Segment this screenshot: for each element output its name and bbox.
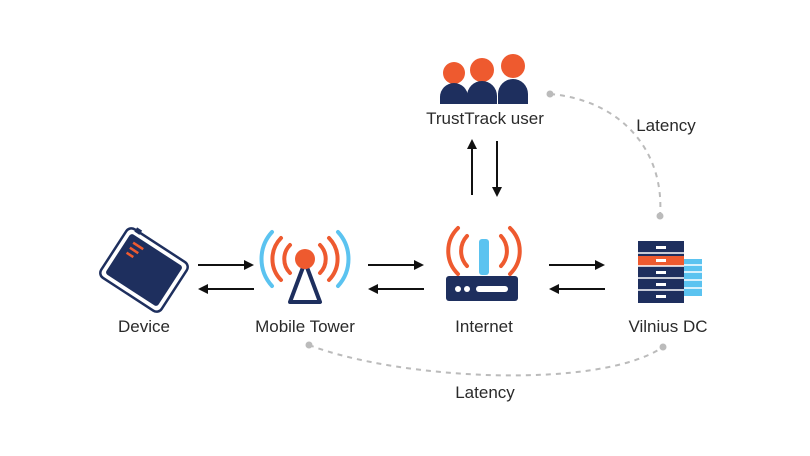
internet-label: Internet (455, 317, 513, 336)
wifi-router-icon (446, 226, 522, 301)
gps-tracker-device-icon (99, 227, 189, 313)
user-label: TrustTrack user (426, 109, 544, 128)
tower-label: Mobile Tower (255, 317, 355, 336)
radio-tower-icon (259, 230, 351, 304)
latency-top-label: Latency (636, 116, 696, 135)
latency-bottom-label: Latency (455, 383, 515, 402)
latency-top-start-dot (546, 90, 554, 98)
latency-bottom-start-dot (305, 341, 313, 349)
latency-curve-bottom (308, 344, 664, 377)
latency-top-end-dot (656, 212, 664, 220)
device-label: Device (118, 317, 170, 336)
latency-bottom-end-dot (659, 343, 667, 351)
user-group-icon (440, 54, 528, 104)
dc-label: Vilnius DC (628, 317, 708, 336)
latency-curve-top (549, 93, 662, 217)
server-rack-icon (638, 241, 702, 303)
